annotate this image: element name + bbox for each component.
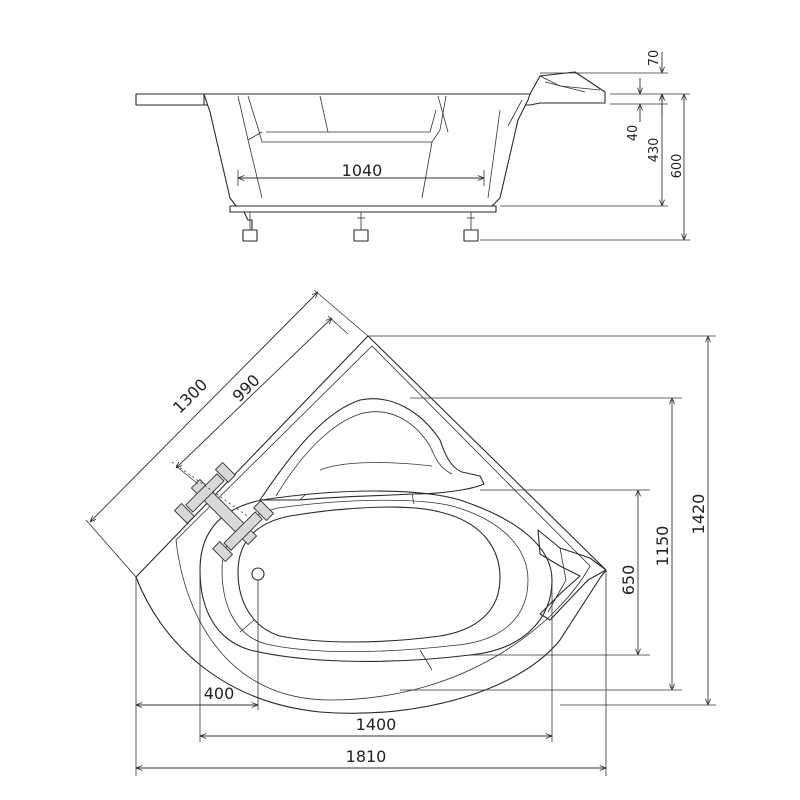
dim-total-height: 600 [670,154,685,179]
dim-diagonal-outer: 1300 [169,375,211,417]
dim-inner-height: 1150 [653,526,672,567]
tub-outline [135,335,607,714]
dim-depth: 430 [647,138,662,163]
drain-icon [251,567,265,581]
tub-foot [463,212,479,242]
tub-foot [242,211,258,242]
plan-view: 1300 990 650 1150 1420 400 1400 1810 [85,289,716,776]
basin-inner [237,506,501,643]
dim-total-width: 1810 [346,747,387,766]
dim-basin-height: 650 [619,565,638,596]
dim-step: 40 [626,125,641,142]
dim-diagonal-inner: 990 [229,371,264,406]
dim-rim: 70 [647,50,662,67]
dim-inner-length: 1040 [342,161,383,180]
tub-foot [353,212,369,242]
dim-inner-width: 1400 [356,715,397,734]
dim-drain-offset: 400 [204,684,235,703]
side-view: 1040 70 40 430 600 [135,50,690,242]
dim-total-height-plan: 1420 [689,494,708,535]
